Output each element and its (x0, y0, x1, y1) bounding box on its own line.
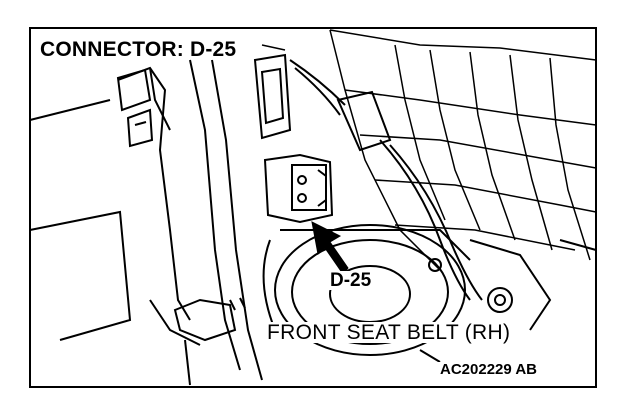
belt-anchor (116, 68, 154, 148)
belt-retractor (262, 224, 471, 356)
pillar-trim (29, 59, 263, 386)
connector-label: D-25 (328, 270, 374, 291)
pointer-arrow-icon (311, 221, 349, 275)
lower-hardware (229, 239, 597, 363)
title-leader (261, 44, 286, 51)
rear-panel-grid (329, 29, 597, 271)
component-label: FRONT SEAT BELT (RH) (264, 322, 514, 343)
figure-code: AC202229 AB (438, 361, 539, 378)
connector-bracket (253, 53, 334, 224)
diagram-title: CONNECTOR: D-25 (40, 38, 237, 61)
